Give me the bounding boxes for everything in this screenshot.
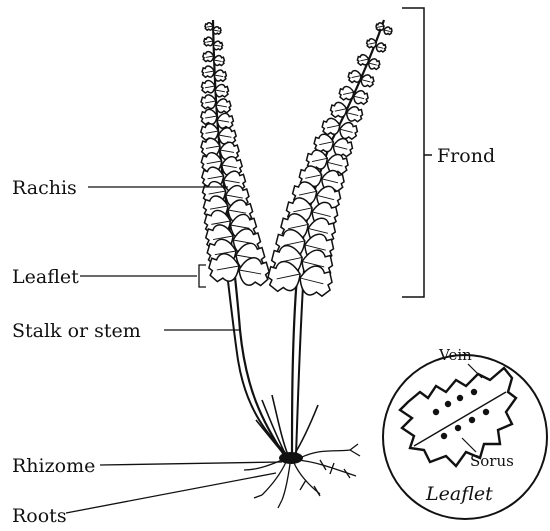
vein-label: Vein bbox=[438, 346, 472, 364]
left-frond-leaflets bbox=[200, 22, 271, 288]
sorus-label: Sorus bbox=[470, 452, 514, 470]
fern-plant bbox=[200, 20, 393, 508]
frond-bracket bbox=[402, 8, 424, 297]
roots-leader bbox=[66, 473, 276, 513]
right-frond-leaflets bbox=[266, 22, 393, 299]
rhizome-label: Rhizome bbox=[12, 455, 95, 477]
rachis-label: Rachis bbox=[12, 177, 77, 199]
leaflet-bracket bbox=[199, 265, 206, 287]
roots-label: Roots bbox=[12, 505, 67, 527]
frond-label: Frond bbox=[437, 145, 495, 167]
inset-title: Leaflet bbox=[425, 483, 493, 505]
rhizome-mass bbox=[279, 452, 303, 464]
stalk-label: Stalk or stem bbox=[12, 320, 141, 342]
rhizome-leader bbox=[100, 462, 282, 465]
leaflet-inset: Vein Sorus Leaflet bbox=[383, 346, 547, 519]
leaflet-label: Leaflet bbox=[12, 266, 79, 288]
